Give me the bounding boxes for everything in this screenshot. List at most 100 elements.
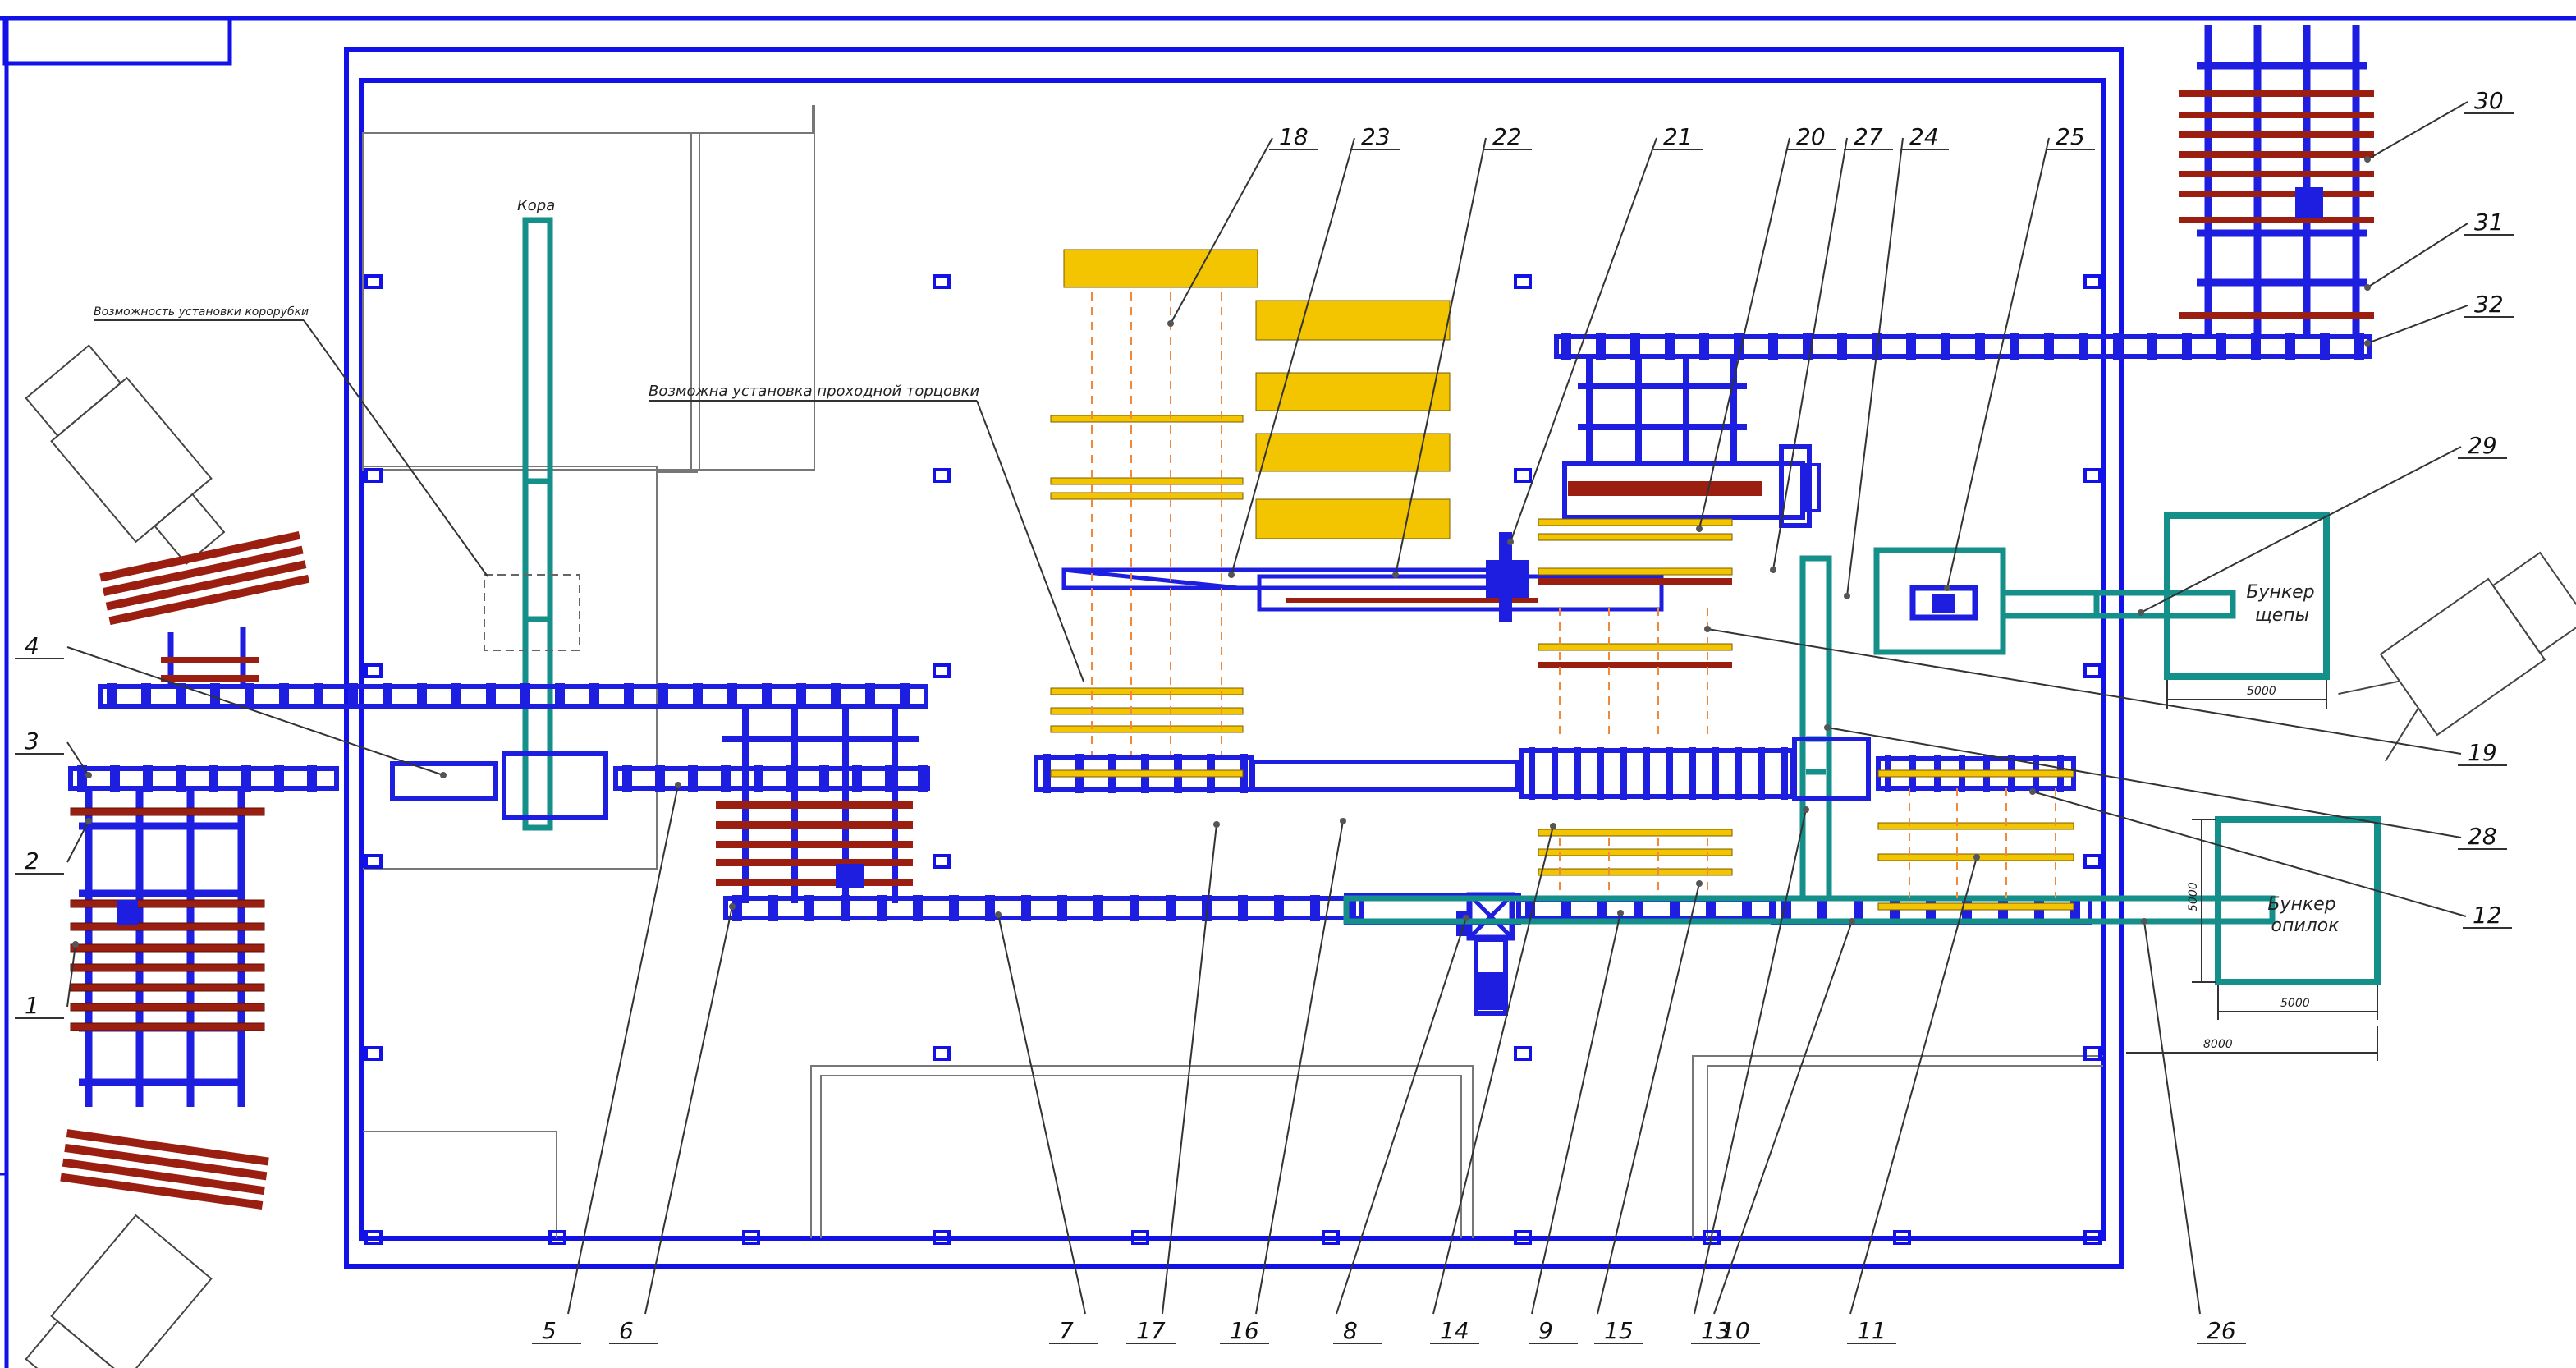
roller (209, 765, 218, 792)
roller (107, 683, 117, 709)
callout-point-7 (995, 911, 1002, 918)
callout-leader-24 (1846, 137, 1904, 597)
callout-leader-7 (997, 914, 1086, 1315)
roller (176, 683, 186, 709)
callout-leader-12 (2032, 791, 2467, 917)
roller (589, 683, 599, 709)
roller (877, 895, 887, 921)
callout-point-14 (1550, 823, 1556, 829)
callout-point-2 (85, 818, 92, 824)
roller (1310, 895, 1320, 921)
roller (721, 765, 731, 792)
roller (1781, 897, 1791, 925)
roller (1643, 747, 1650, 800)
callout-point-3 (85, 772, 92, 778)
roller (1666, 747, 1673, 800)
roller (1574, 747, 1581, 800)
callout-leader-20 (1698, 137, 1790, 530)
callout-leader-4 (66, 646, 444, 776)
roller (1975, 333, 1985, 360)
callout-number-10: 10 (1721, 1317, 1750, 1344)
callout-point-28 (1824, 724, 1831, 731)
roller (348, 683, 358, 709)
callout-point-24 (1844, 593, 1850, 599)
callout-leader-8 (1336, 917, 1467, 1315)
callout-number-20: 20 (1796, 123, 1826, 150)
truck-right-icon (2338, 551, 2576, 762)
top-transfer-conveyor (1554, 334, 2372, 359)
roller (274, 765, 284, 792)
callout-point-9 (1617, 910, 1624, 916)
roller (1734, 333, 1744, 360)
log-load-bottom-left (60, 1129, 269, 1210)
callout-point-1 (72, 941, 79, 948)
roller (841, 895, 850, 921)
roller (210, 683, 220, 709)
roller (1742, 897, 1752, 921)
dashed-transfer-center (1559, 608, 1708, 895)
roller (1043, 754, 1051, 793)
callout-number-22: 22 (1492, 123, 1522, 150)
dashed-transfer-right (1909, 788, 2056, 898)
callout-number-19: 19 (2468, 739, 2497, 766)
roller (1906, 333, 1916, 360)
truck-top-left-icon (25, 344, 226, 565)
callout-point-27 (1770, 567, 1776, 573)
roller (918, 765, 928, 792)
roller (279, 683, 289, 709)
callout-leader-6 (644, 906, 733, 1315)
roller (176, 765, 186, 792)
roller (1240, 754, 1248, 793)
roller (1274, 895, 1284, 921)
roller (1130, 895, 1139, 921)
dashed-transfer-left (1091, 292, 1222, 755)
callout-leader-1 (66, 943, 76, 1008)
roller (2182, 333, 2192, 360)
saw-block (1486, 532, 1529, 622)
roller (314, 683, 323, 709)
callout-number-14: 14 (1440, 1317, 1469, 1344)
roller (1561, 897, 1571, 921)
roller (1712, 747, 1719, 800)
callout-leader-16 (1255, 820, 1344, 1315)
callout-number-8: 8 (1343, 1317, 1358, 1344)
callout-leader-29 (2140, 446, 2462, 613)
roller (754, 765, 763, 792)
callout-point-13 (1803, 806, 1809, 813)
roller (1525, 897, 1535, 921)
roller (2147, 333, 2157, 360)
roller (2216, 333, 2226, 360)
callout-number-9: 9 (1538, 1317, 1553, 1344)
roller (1941, 333, 1950, 360)
callout-point-30 (2364, 156, 2371, 163)
roller (2044, 333, 2054, 360)
interior-rooms (362, 105, 2103, 1238)
dim-offset: 8000 (2203, 1038, 2233, 1051)
roller (688, 765, 698, 792)
callout-leader-28 (1827, 727, 2462, 838)
sheet-frame (0, 16, 2576, 1368)
callout-leader-32 (2367, 305, 2468, 344)
dim-sawdust-bin-width: 5000 (2280, 997, 2310, 1010)
callout-point-21 (1507, 539, 1514, 545)
callout-point-23 (1228, 572, 1235, 578)
roller (1854, 897, 1863, 925)
callout-point-22 (1392, 572, 1399, 578)
callout-number-11: 11 (1857, 1317, 1886, 1344)
callout-point-31 (2364, 284, 2371, 291)
top-transfer-legs (1578, 356, 1747, 461)
roller (1561, 333, 1571, 360)
callout-leader-11 (1849, 856, 1978, 1315)
crosscut-possible-label: Возможна установка проходной торцовки (649, 383, 980, 400)
roller (1238, 895, 1248, 921)
callout-number-29: 29 (2468, 432, 2497, 459)
dim-chip-bin-width: 5000 (2247, 685, 2276, 698)
callout-number-23: 23 (1361, 123, 1391, 150)
callout-point-17 (1213, 821, 1220, 828)
roller (831, 683, 841, 709)
callout-leader-21 (1510, 137, 1657, 543)
roller (865, 683, 875, 709)
roller (1529, 747, 1535, 800)
callout-leader-30 (2367, 101, 2468, 160)
roller (852, 765, 862, 792)
